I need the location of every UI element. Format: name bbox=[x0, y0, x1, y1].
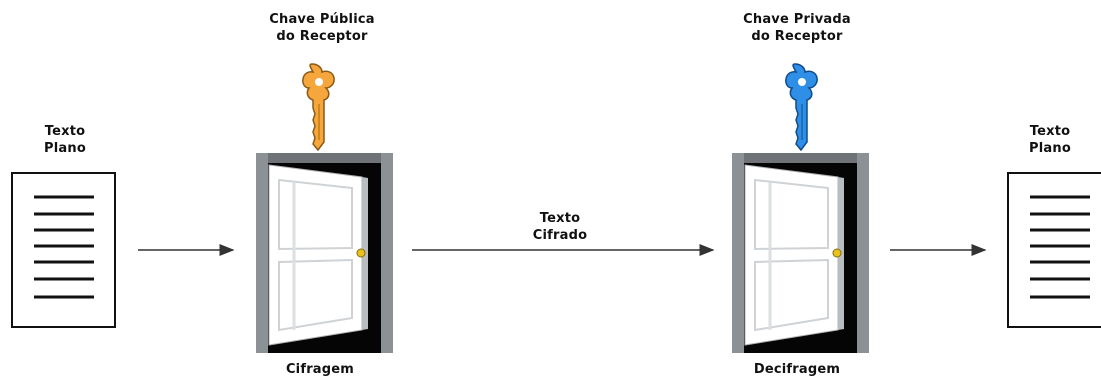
encrypt-door-icon bbox=[256, 153, 393, 353]
public-key-label-line1: Chave Pública bbox=[269, 12, 375, 27]
left-plaintext-label: Texto Plano bbox=[20, 123, 110, 157]
private-key-icon bbox=[785, 63, 818, 152]
private-key-label-line1: Chave Privada bbox=[743, 12, 851, 27]
right-plaintext-label-line1: Texto bbox=[1029, 124, 1071, 139]
decrypt-door-icon bbox=[732, 153, 869, 353]
right-plaintext-label-line2: Plano bbox=[1029, 141, 1071, 156]
public-key-label-line2: do Receptor bbox=[276, 29, 368, 44]
right-document-icon bbox=[1007, 172, 1101, 328]
left-document-icon bbox=[11, 172, 116, 328]
encrypt-label-text: Cifragem bbox=[285, 362, 355, 377]
public-key-icon bbox=[302, 63, 335, 152]
private-key-label: Chave Privada do Receptor bbox=[707, 11, 887, 45]
ciphertext-label-line2: Cifrado bbox=[532, 228, 588, 243]
decrypt-label-text: Decifragem bbox=[753, 362, 841, 377]
ciphertext-label-line1: Texto bbox=[539, 211, 581, 226]
public-key-label: Chave Pública do Receptor bbox=[232, 11, 412, 45]
left-plaintext-label-line1: Texto bbox=[44, 124, 86, 139]
left-plaintext-label-line2: Plano bbox=[44, 141, 86, 156]
encrypt-label: Cifragem bbox=[250, 361, 390, 378]
ciphertext-label: Texto Cifrado bbox=[510, 210, 610, 244]
right-plaintext-label: Texto Plano bbox=[1005, 123, 1095, 157]
private-key-label-line2: do Receptor bbox=[751, 29, 843, 44]
decrypt-label: Decifragem bbox=[722, 361, 872, 378]
